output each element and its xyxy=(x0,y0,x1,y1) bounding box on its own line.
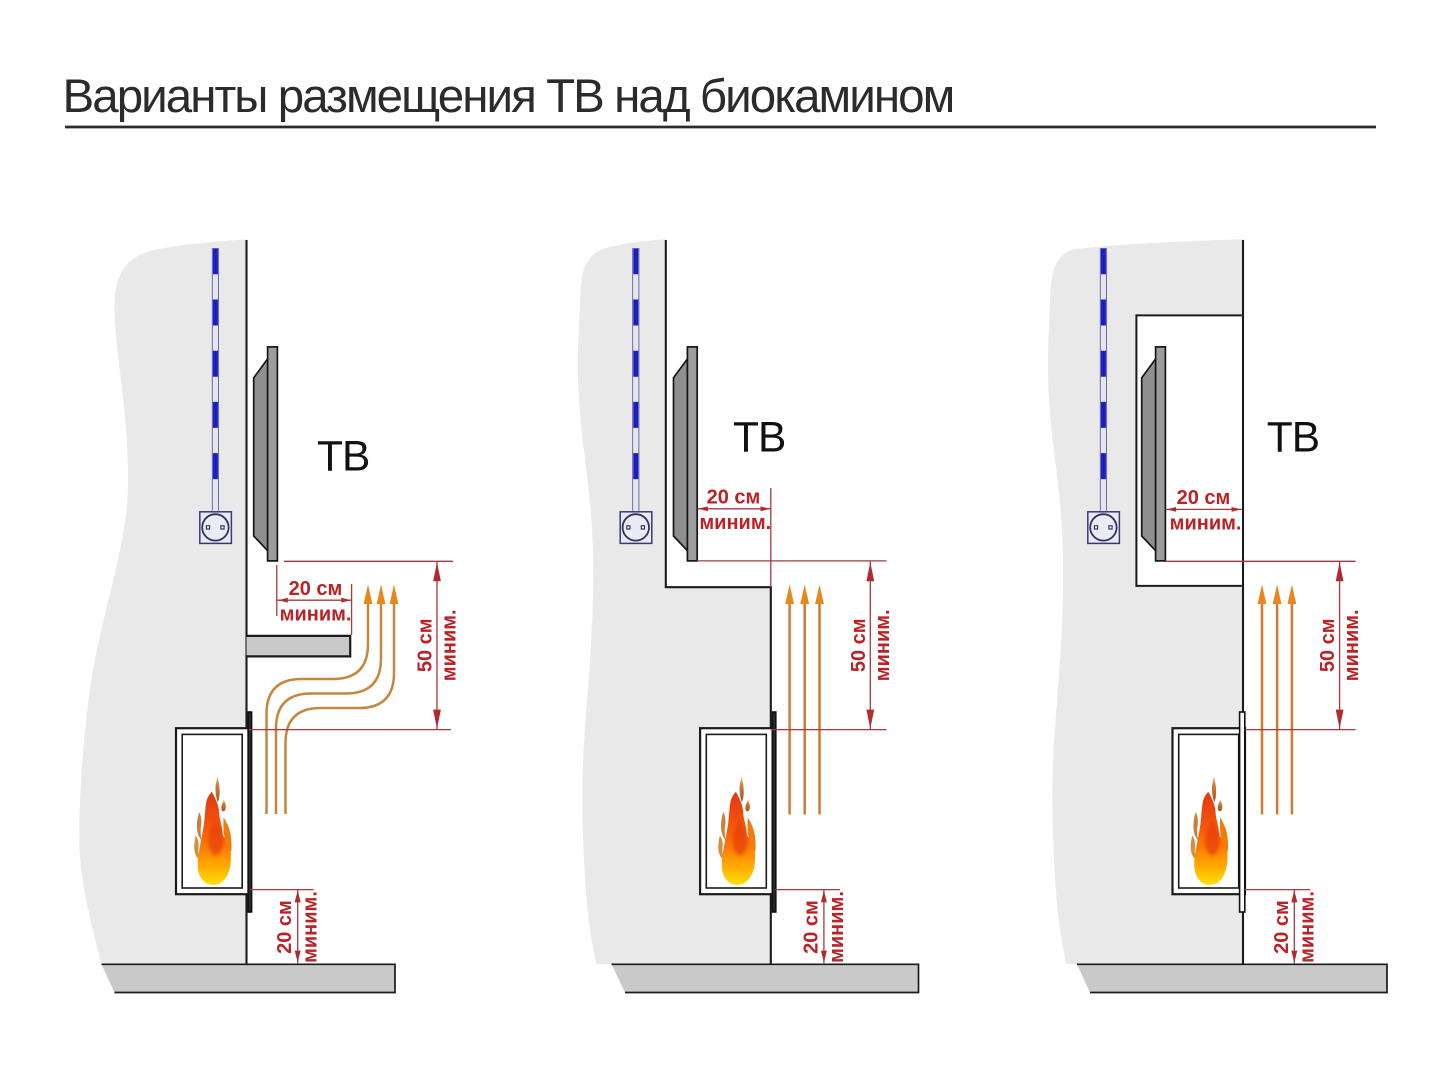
svg-text:миним.: миним. xyxy=(439,609,461,681)
svg-text:миним.: миним. xyxy=(699,512,771,534)
svg-text:20 см: 20 см xyxy=(1271,900,1293,954)
svg-text:20 см: 20 см xyxy=(274,900,296,954)
svg-text:ТВ: ТВ xyxy=(733,415,785,462)
svg-text:50 см: 50 см xyxy=(848,618,870,672)
svg-text:ТВ: ТВ xyxy=(317,433,369,480)
svg-text:50 см: 50 см xyxy=(415,618,437,672)
svg-text:миним.: миним. xyxy=(1170,513,1242,535)
svg-text:Варианты размещения ТВ над био: Варианты размещения ТВ над биокамином xyxy=(63,70,954,123)
svg-text:20 см: 20 см xyxy=(289,578,343,600)
svg-text:миним.: миним. xyxy=(280,603,352,625)
svg-text:миним.: миним. xyxy=(826,891,848,963)
svg-text:20 см: 20 см xyxy=(707,487,761,509)
svg-text:миним.: миним. xyxy=(1296,891,1318,963)
svg-text:20 см: 20 см xyxy=(1177,487,1231,509)
svg-text:миним.: миним. xyxy=(300,891,322,963)
svg-text:20 см: 20 см xyxy=(800,900,822,954)
svg-text:миним.: миним. xyxy=(1341,609,1363,681)
svg-text:миним.: миним. xyxy=(872,609,894,681)
svg-text:50 см: 50 см xyxy=(1317,618,1339,672)
svg-text:ТВ: ТВ xyxy=(1267,415,1319,462)
